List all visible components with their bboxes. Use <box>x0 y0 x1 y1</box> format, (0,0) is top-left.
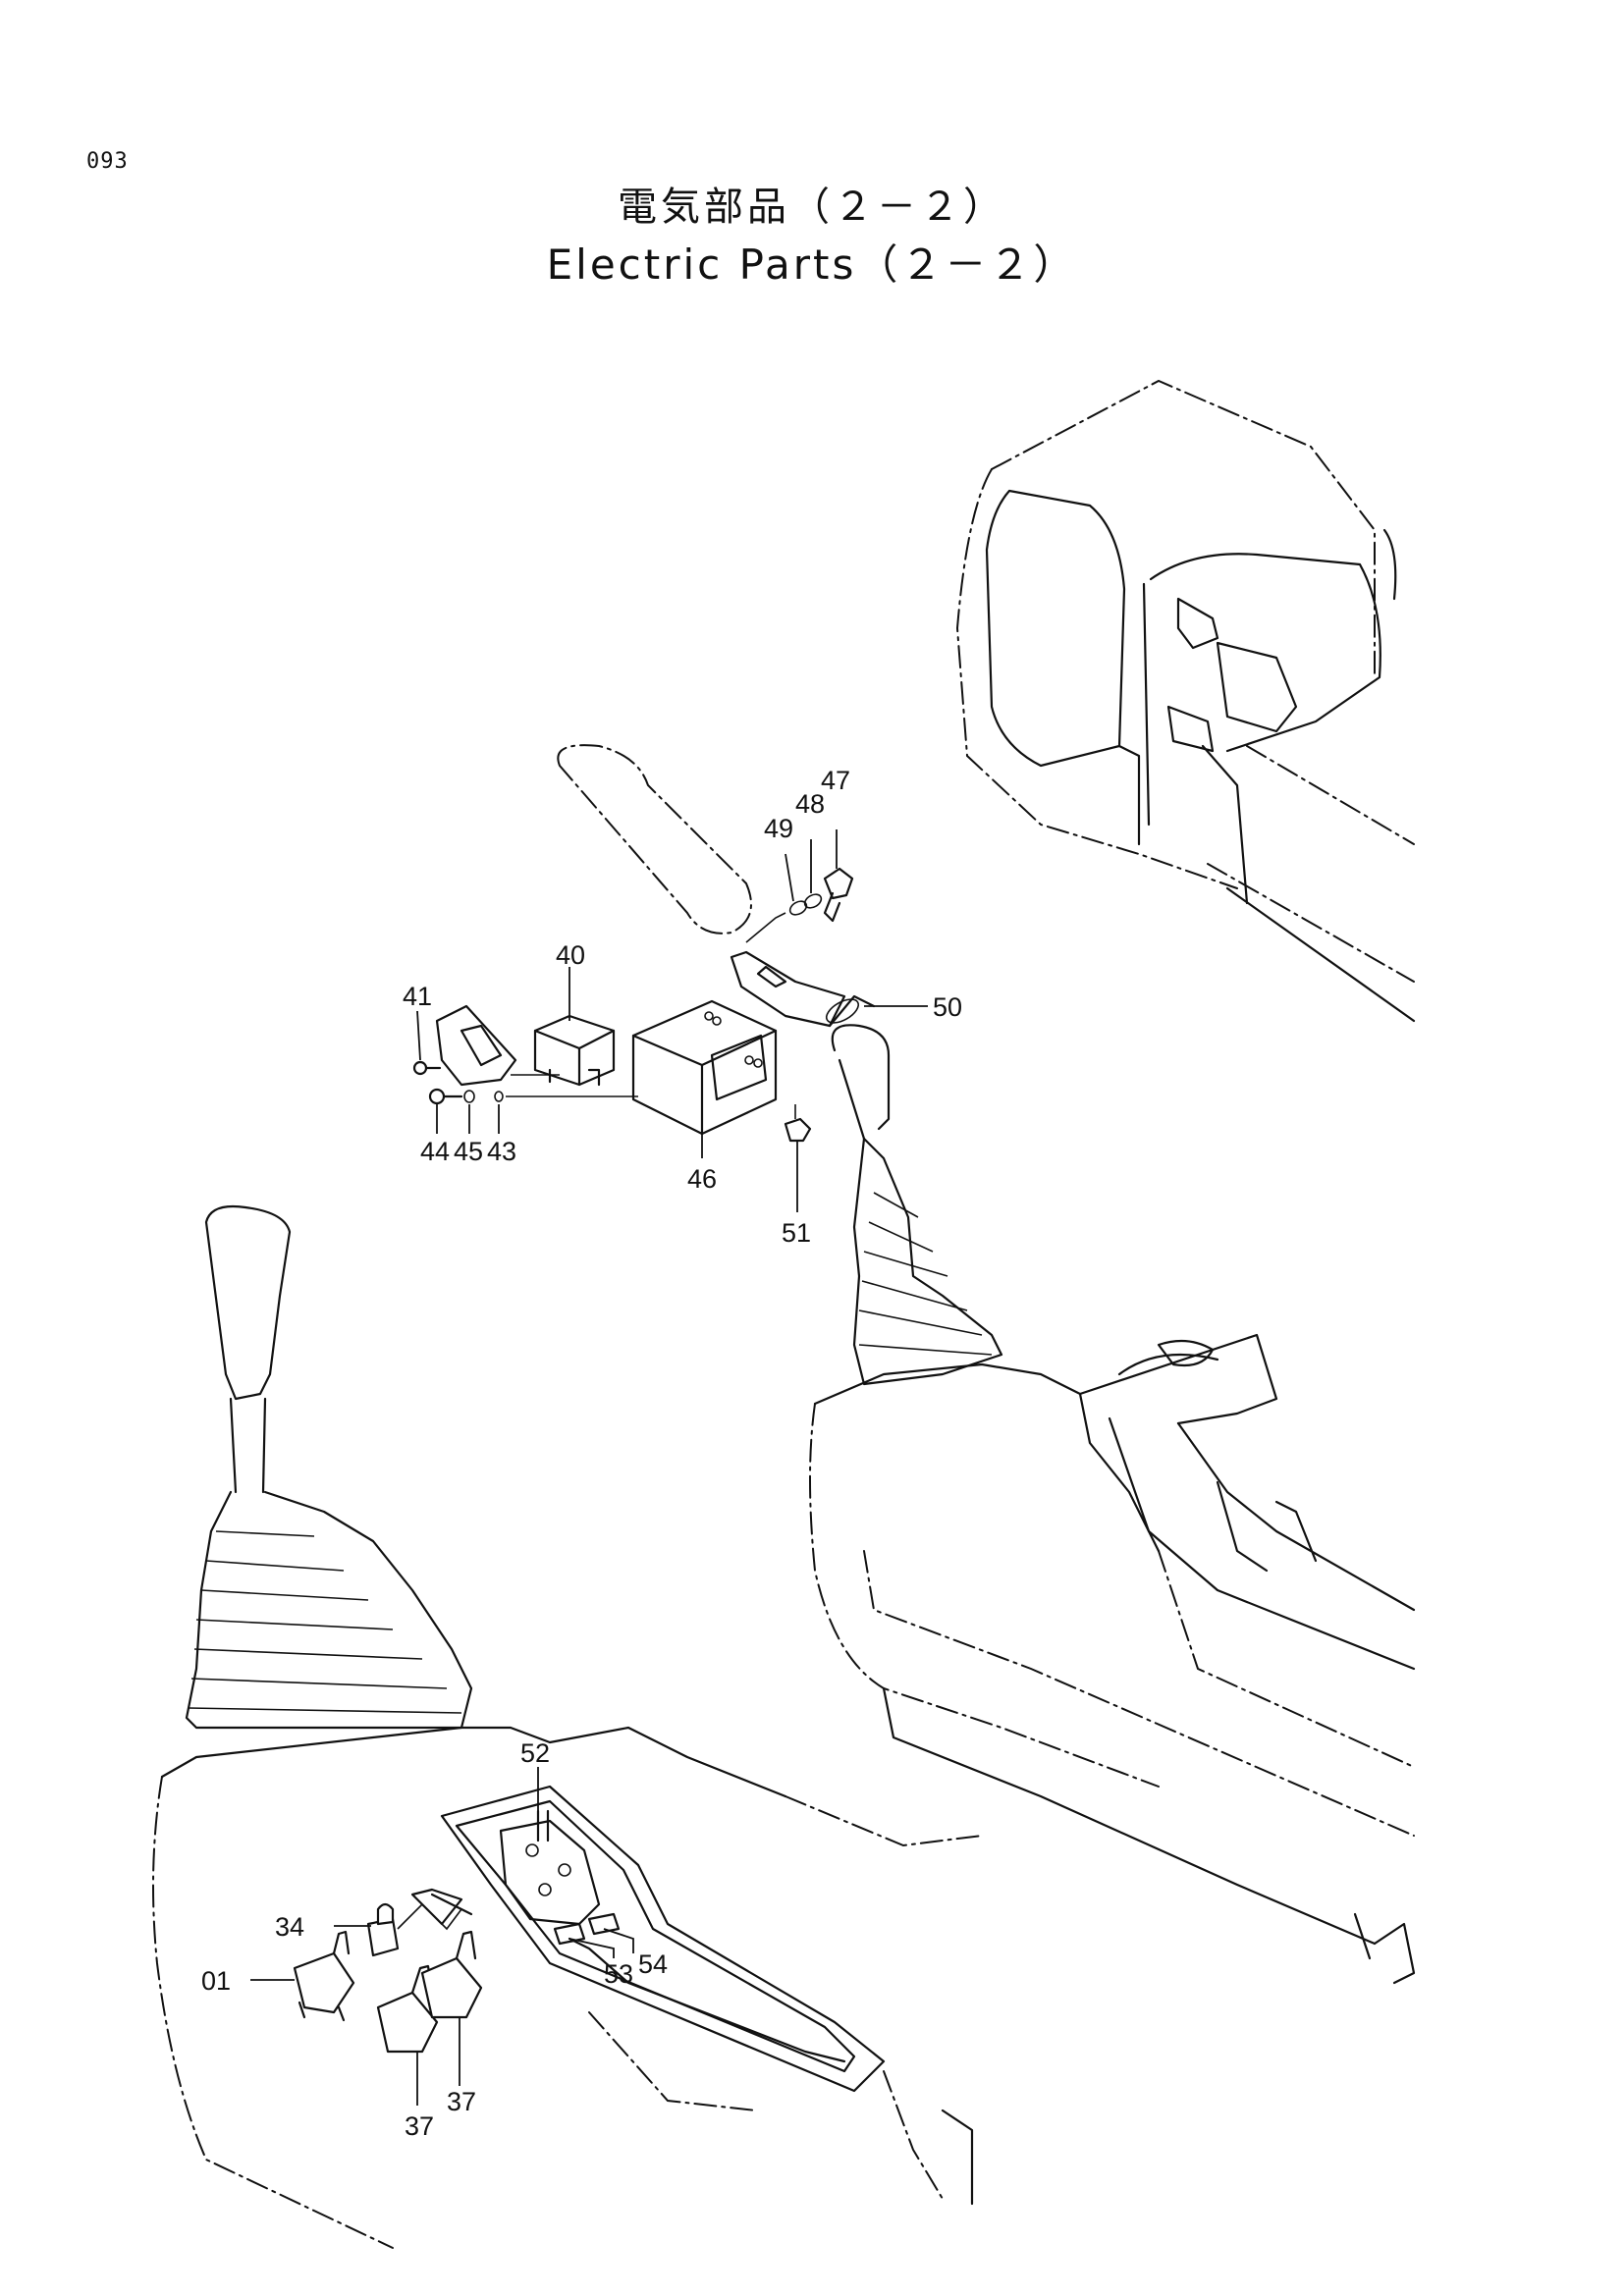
callout-40: 40 <box>556 940 585 970</box>
callout-49: 49 <box>764 814 793 843</box>
callout-45: 45 <box>454 1137 483 1166</box>
page-title-english: Electric Parts（２－２） <box>546 240 1078 289</box>
callout-48: 48 <box>795 789 825 819</box>
left-console <box>152 1204 983 2249</box>
callout-52: 52 <box>520 1738 550 1768</box>
callout-37-right: 37 <box>447 2087 476 2116</box>
page-title-japanese: 電気部品（２－２） <box>618 185 1006 230</box>
callout-34: 34 <box>275 1912 304 1942</box>
right-console <box>809 1024 1416 1985</box>
callout-43: 43 <box>487 1137 516 1166</box>
callout-37-left: 37 <box>405 2111 434 2141</box>
callout-54: 54 <box>638 1949 668 1979</box>
callout-44: 44 <box>420 1137 450 1166</box>
page-number: 093 <box>86 149 129 174</box>
cab-illustration <box>955 379 1416 1023</box>
callout-01: 01 <box>201 1966 231 1996</box>
callout-53: 53 <box>604 1959 633 1989</box>
callout-41: 41 <box>403 982 432 1011</box>
callout-46: 46 <box>687 1164 717 1194</box>
callout-labels: 47 48 49 40 41 50 44 45 43 46 51 52 34 0… <box>201 766 962 2141</box>
leader-lines <box>250 829 928 2106</box>
callout-50: 50 <box>933 992 962 1022</box>
callout-51: 51 <box>782 1218 811 1248</box>
switches-lower <box>293 1902 483 2054</box>
callout-47: 47 <box>821 766 850 795</box>
upper-lever-knob <box>557 744 752 934</box>
parts-cluster-upper <box>412 867 876 1143</box>
